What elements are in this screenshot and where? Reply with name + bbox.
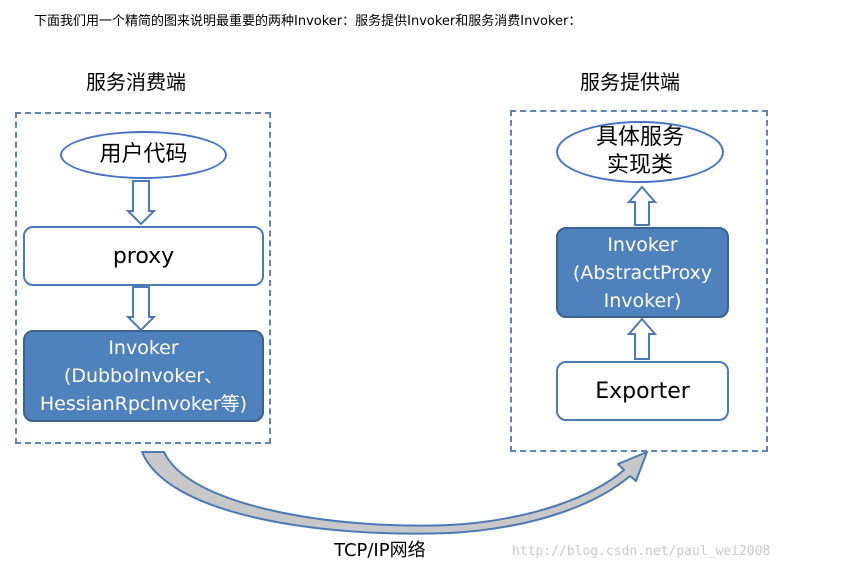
arrow-exporter-to-invoker: [626, 317, 658, 360]
consumer-group: [15, 112, 271, 444]
arrow-invoker-to-impl: [626, 185, 658, 226]
proxy-box: proxy: [23, 226, 264, 286]
network-curve-arrow: [141, 451, 648, 535]
exporter-box: Exporter: [556, 361, 729, 421]
network-label: TCP/IP网络: [334, 540, 426, 561]
consumer-title: 服务消费端: [86, 70, 186, 94]
watermark: http://blog.csdn.net/paul_wei2008: [512, 544, 771, 559]
provider-title: 服务提供端: [580, 70, 680, 94]
consumer-invoker-box: Invoker (DubboInvoker、 HessianRpcInvoker…: [23, 330, 264, 422]
provider-invoker-box: Invoker (AbstractProxy Invoker): [556, 227, 729, 318]
provider-group: [510, 110, 768, 452]
arrow-proxy-to-invoker: [125, 286, 157, 332]
arrow-user-code-to-proxy: [125, 180, 157, 226]
user-code-ellipse: 用户代码: [60, 131, 227, 179]
impl-class-ellipse: 具体服务 实现类: [556, 121, 724, 183]
intro-text: 下面我们用一个精简的图来说明最重要的两种Invoker：服务提供Invoker和…: [34, 14, 582, 29]
